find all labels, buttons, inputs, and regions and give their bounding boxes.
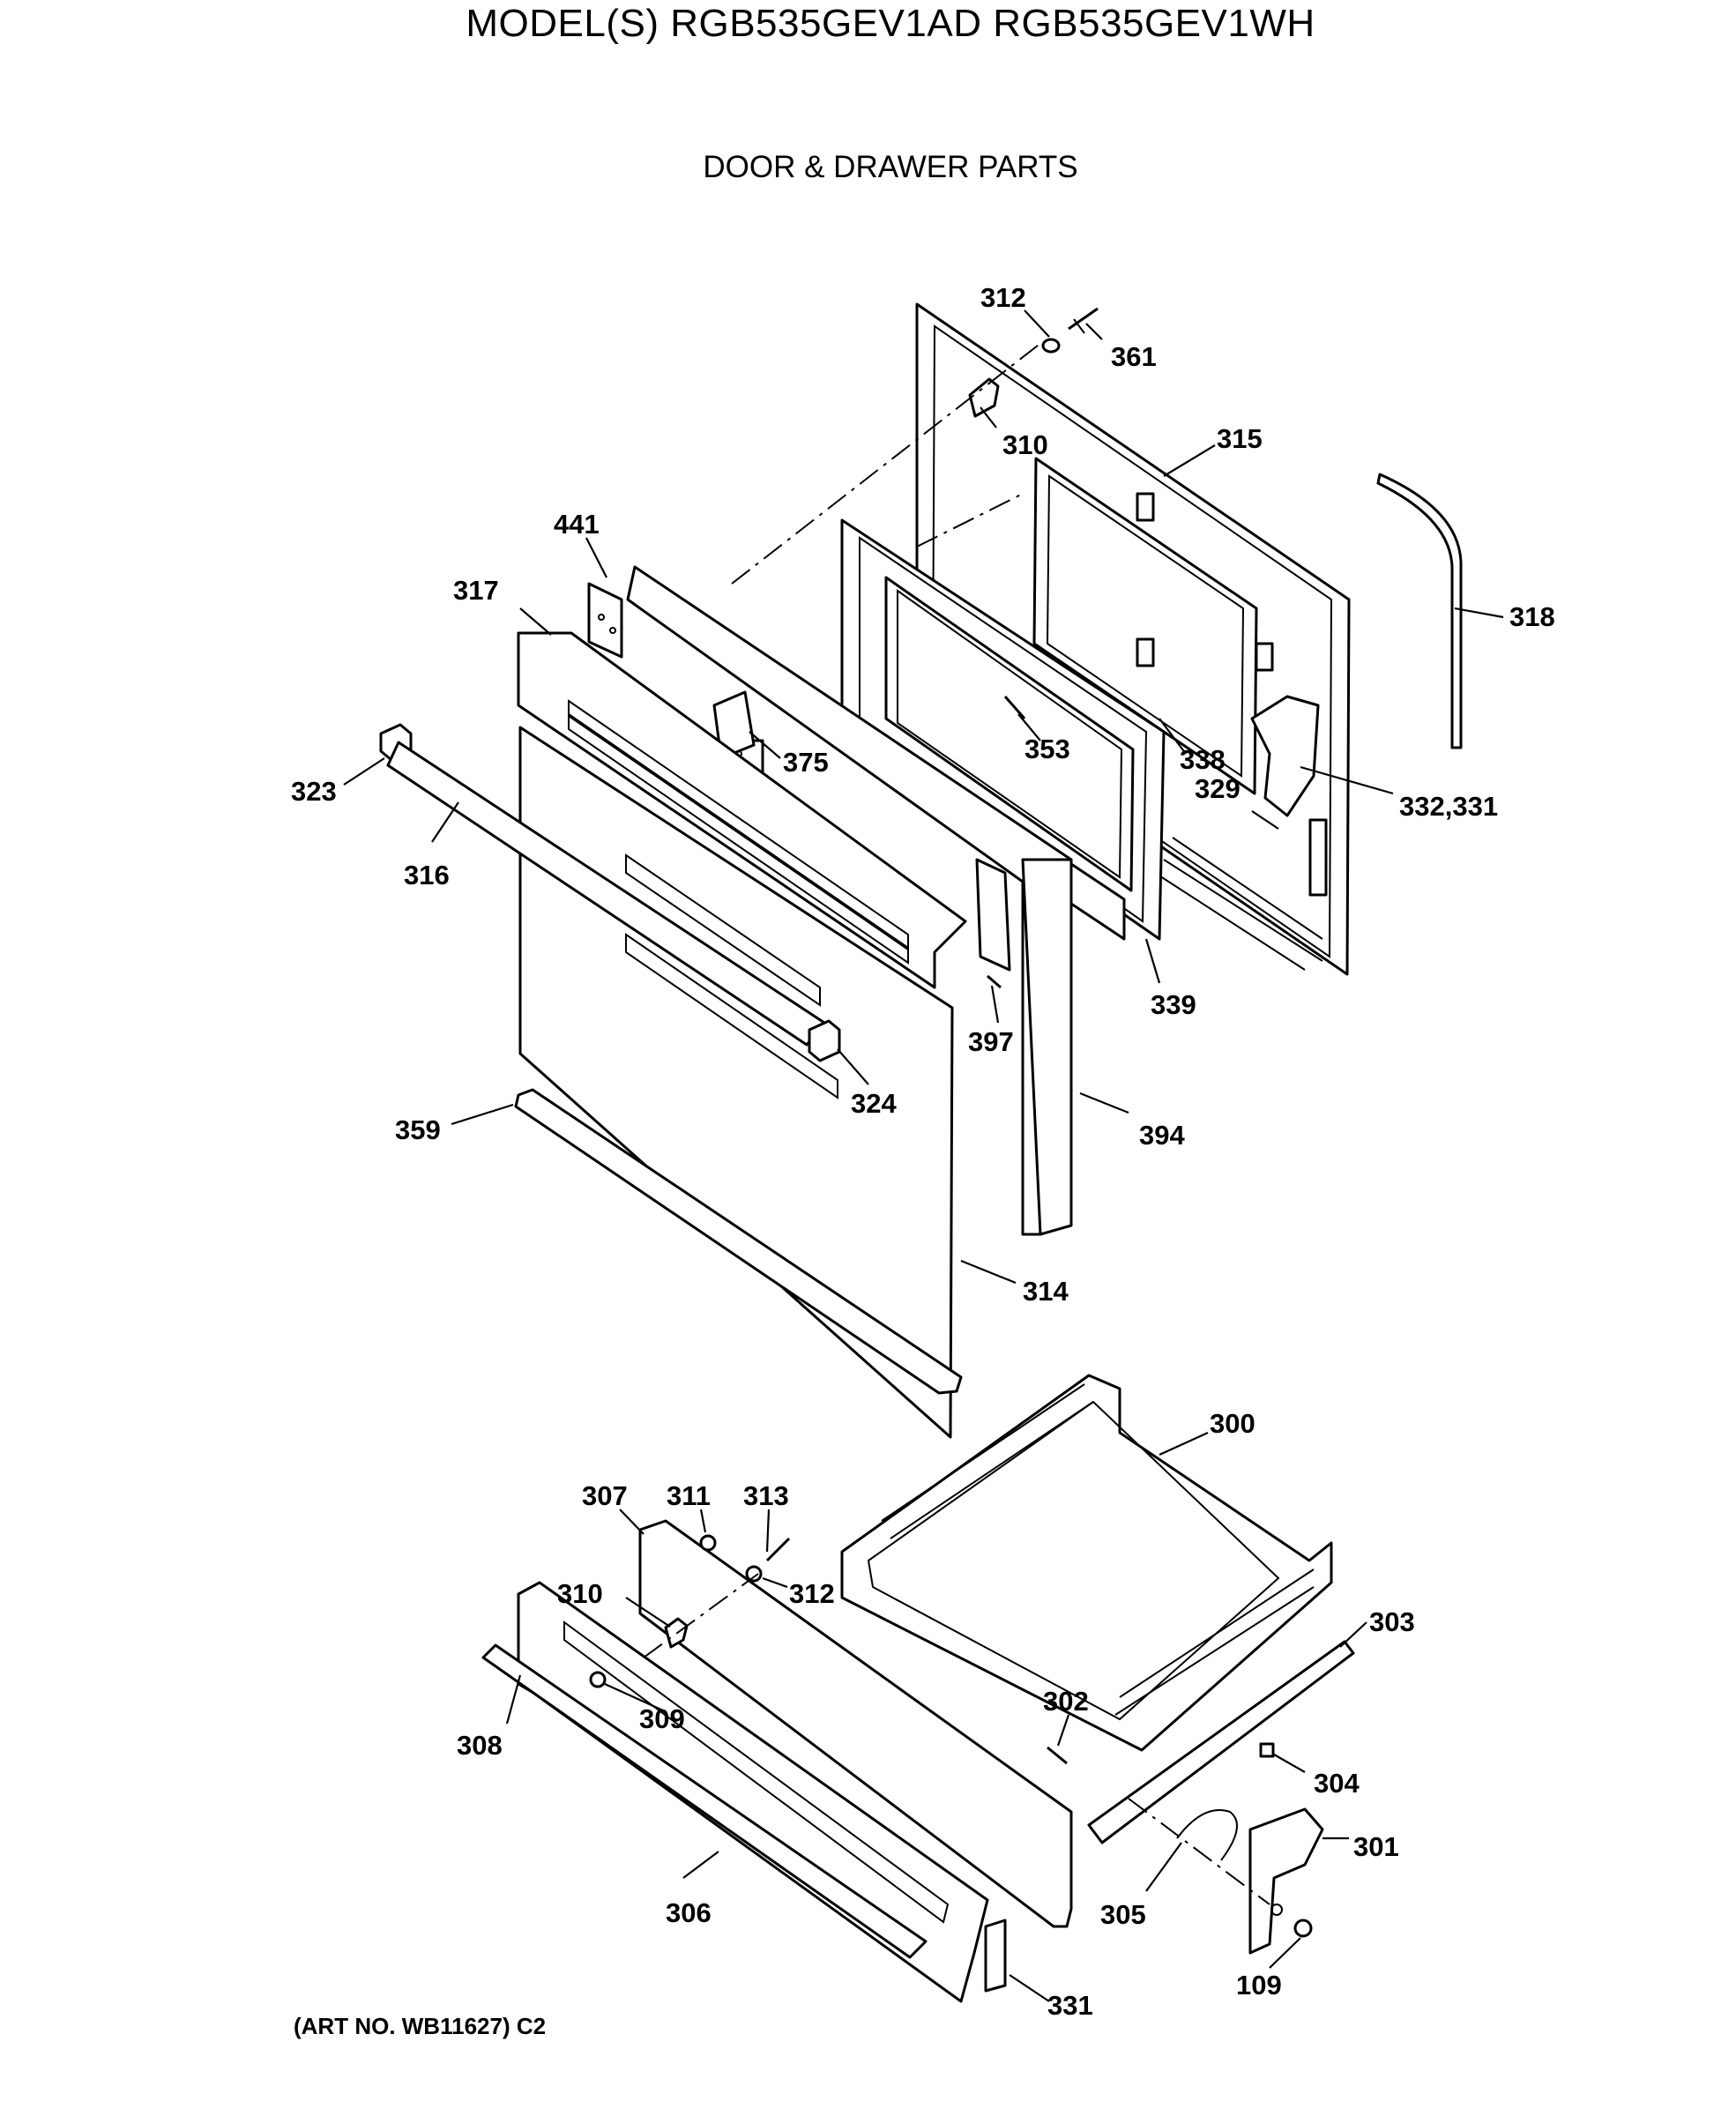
- part-drawer-handle: [481, 1643, 928, 1959]
- callout-310-drawer: 310: [557, 1578, 603, 1609]
- callout-329: 329: [1195, 773, 1241, 804]
- callout-394: 394: [1139, 1120, 1185, 1151]
- part-nut: [1293, 1919, 1313, 1938]
- callout-359: 359: [395, 1114, 441, 1145]
- part-hinge-bracket-right: [975, 858, 1011, 972]
- callout-300: 300: [1210, 1408, 1255, 1439]
- callout-312-drawer: 312: [789, 1578, 835, 1609]
- part-screw-309: [589, 1671, 607, 1688]
- part-inner-glass-frame: [840, 518, 1166, 941]
- callout-353: 353: [1024, 734, 1070, 764]
- callout-308: 308: [457, 1730, 503, 1761]
- alignment-line-door: [731, 341, 1043, 585]
- callout-312-top: 312: [980, 282, 1026, 313]
- leader-lines: [343, 309, 1504, 2002]
- callout-311: 311: [667, 1480, 711, 1511]
- model-title: MODEL(S) RGB535GEV1AD RGB535GEV1WH: [466, 2, 1315, 45]
- callout-339: 339: [1151, 989, 1196, 1020]
- callout-317: 317: [453, 575, 499, 606]
- part-drawer-body: [840, 1374, 1333, 1752]
- part-vent-trim: [517, 631, 967, 989]
- part-drawer-inner-panel: [638, 1519, 1073, 1928]
- callout-306: 306: [666, 1897, 712, 1928]
- part-drawer-bracket: [984, 1919, 1007, 1993]
- callout-301: 301: [1353, 1831, 1399, 1862]
- callout-314: 314: [1023, 1276, 1069, 1307]
- part-drawer-wire: [1176, 1809, 1238, 1861]
- art-number: (ART NO. WB11627) C2: [294, 2013, 547, 2039]
- callout-313: 313: [743, 1480, 789, 1511]
- callout-316: 316: [404, 860, 450, 890]
- callout-310-top: 310: [1002, 429, 1048, 460]
- part-door-handle: [386, 741, 826, 1047]
- part-bolt: [1047, 1746, 1068, 1765]
- callout-323: 323: [291, 776, 337, 807]
- alignment-line-door-2: [916, 493, 1024, 548]
- callout-375: 375: [783, 747, 829, 778]
- callout-304: 304: [1314, 1768, 1360, 1799]
- part-screw-397: [987, 974, 1002, 989]
- callout-441: 441: [554, 509, 600, 540]
- part-drawer-hardware: [699, 1534, 791, 1583]
- callout-331-bottom: 331: [1047, 1990, 1093, 2021]
- callout-305: 305: [1100, 1899, 1146, 1930]
- part-drawer-slide: [1087, 1640, 1355, 1844]
- part-spacer: [1259, 1742, 1275, 1758]
- callout-labels: 312 361 310 315 441 317 318 375 353 338 …: [291, 282, 1555, 2021]
- callout-361: 361: [1111, 341, 1157, 372]
- callout-397: 397: [968, 1026, 1014, 1057]
- callout-338: 338: [1180, 744, 1226, 775]
- callout-303: 303: [1369, 1606, 1415, 1637]
- part-rear-bracket: [1248, 1807, 1324, 1955]
- part-bottom-trim: [514, 1088, 963, 1395]
- part-door-gasket: [1376, 473, 1463, 749]
- callout-309: 309: [639, 1703, 685, 1734]
- part-hinge-bracket-441: [587, 582, 623, 659]
- part-insulation: [1250, 695, 1320, 817]
- callout-332-331: 332,331: [1399, 791, 1498, 822]
- part-hinge-receptacle: [968, 377, 1000, 418]
- callout-109: 109: [1236, 1970, 1282, 2001]
- callout-302: 302: [1043, 1686, 1089, 1717]
- alignment-line-drawer-2: [1128, 1798, 1270, 1905]
- part-washer-screw-top: [1041, 307, 1099, 354]
- callout-318: 318: [1509, 601, 1555, 632]
- part-handle-end-cap-324: [808, 1019, 841, 1062]
- part-screw-353: [1003, 696, 1026, 719]
- callout-307: 307: [582, 1480, 628, 1511]
- section-title: DOOR & DRAWER PARTS: [703, 150, 1078, 184]
- alignment-line-drawer: [643, 1573, 759, 1658]
- callout-315: 315: [1217, 423, 1263, 454]
- part-inner-door-liner: [915, 302, 1351, 976]
- callout-324: 324: [851, 1088, 897, 1119]
